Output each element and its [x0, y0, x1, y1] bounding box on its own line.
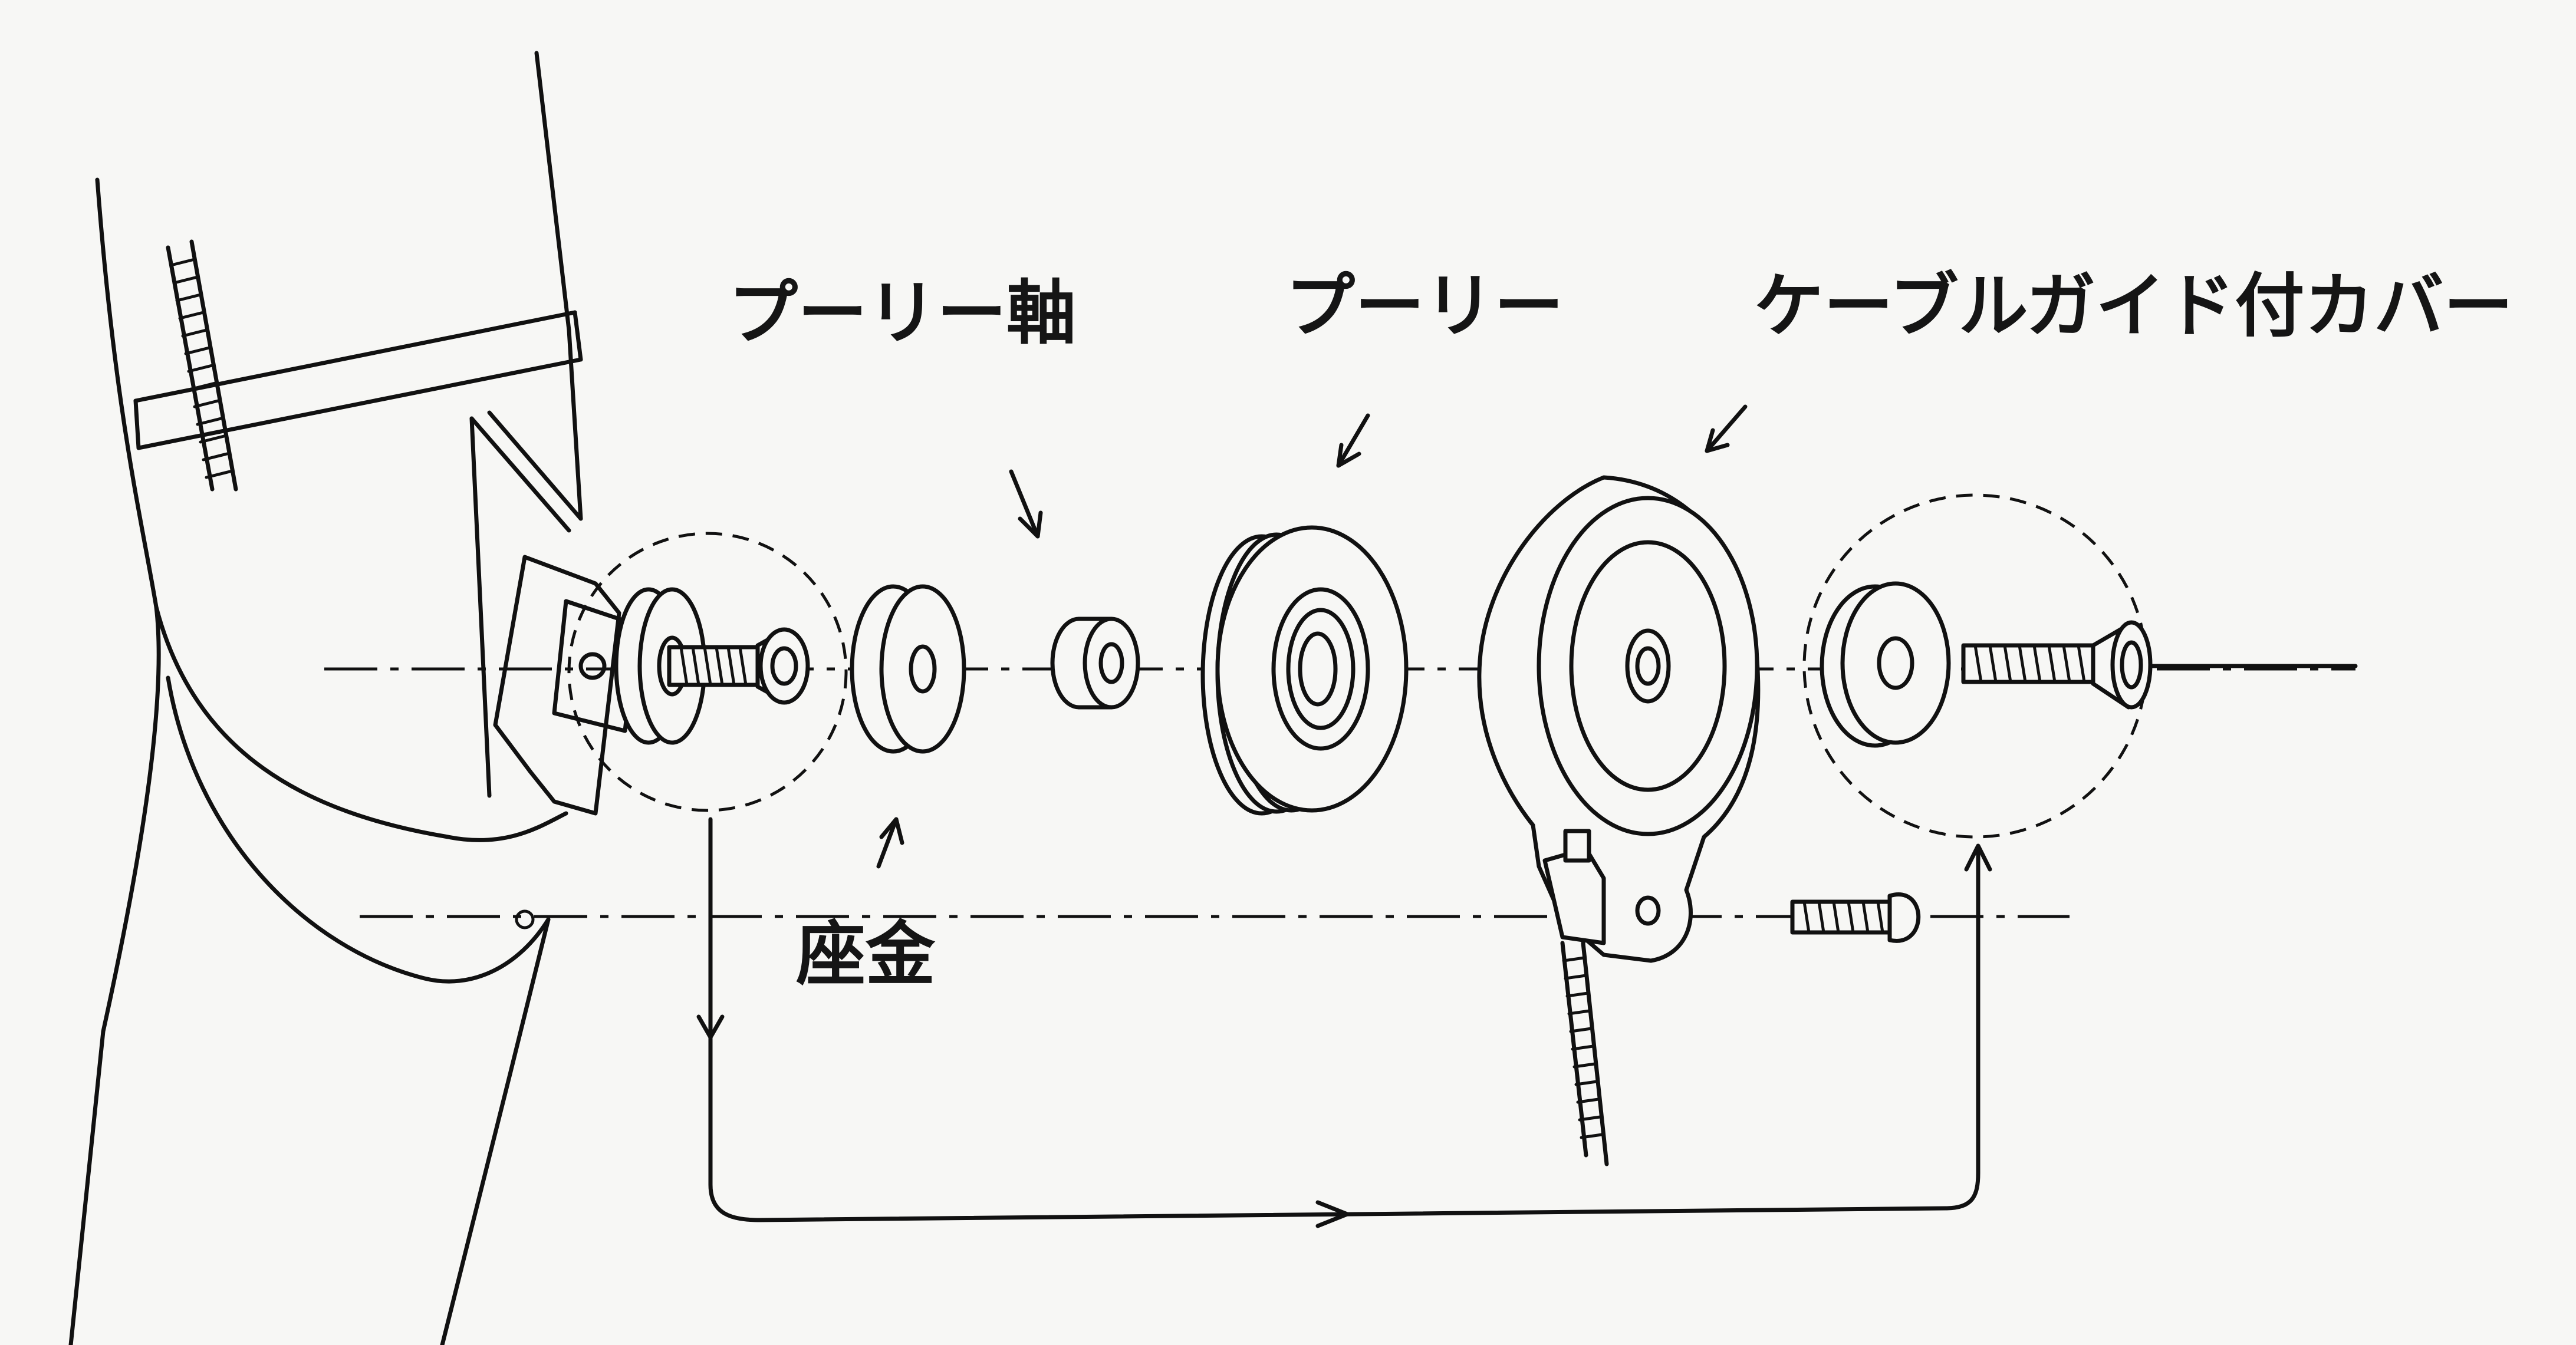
assembly-flow-arrow — [696, 817, 1992, 1228]
label-pulley-axle: プーリー軸 — [728, 272, 1077, 354]
axle-bolt — [614, 587, 810, 745]
frame-tube — [68, 51, 639, 1345]
label-arrows — [876, 404, 1748, 869]
label-cable-guide-cover: ケーブルガイド付カバー — [1754, 265, 2514, 347]
cover-screw — [1820, 581, 2358, 748]
small-screw — [1790, 892, 1921, 943]
pulley-part — [1200, 525, 1409, 816]
label-washer: 座金 — [796, 913, 936, 995]
washer-part — [850, 584, 966, 754]
pulley-axle-part — [1050, 617, 1140, 710]
detail-circle-left — [567, 532, 848, 812]
label-pulley: プーリー — [1285, 265, 1564, 347]
cable-guide-cover-part — [1477, 475, 1761, 1166]
